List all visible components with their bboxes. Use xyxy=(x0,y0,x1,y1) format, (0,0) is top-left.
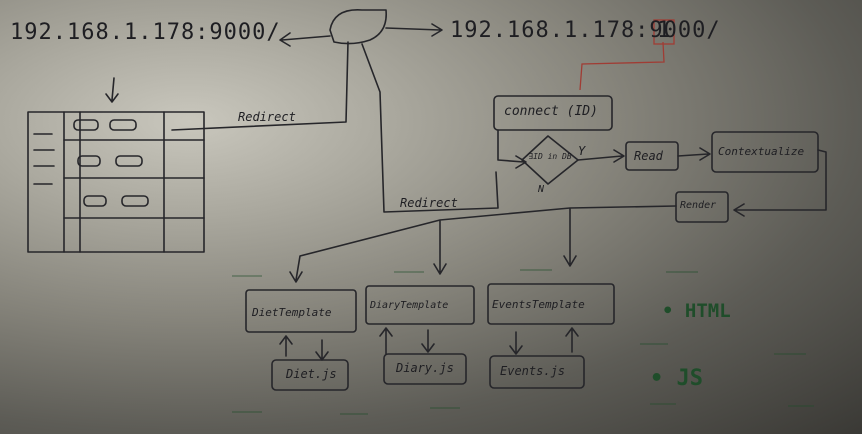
diary-js-label: Diary.js xyxy=(396,361,454,375)
context-node xyxy=(711,131,819,173)
diary-template-label: DiaryTemplate xyxy=(370,300,449,311)
server-node xyxy=(329,9,387,45)
arrow-to-base-url xyxy=(279,32,331,47)
events-template-label: EventsTemplate xyxy=(492,298,585,311)
context-label: Contextualize xyxy=(718,145,805,158)
decor-dashes xyxy=(232,269,814,415)
connect-to-decision xyxy=(497,129,527,169)
render-to-templates xyxy=(289,205,677,283)
diet-js-box xyxy=(271,359,349,391)
connect-label: connect (ID) xyxy=(504,104,598,119)
redirect-line-top xyxy=(171,41,349,131)
read-label: Read xyxy=(634,149,663,163)
id-value: 1 xyxy=(657,18,672,43)
decision-to-read xyxy=(577,149,625,163)
connect-node xyxy=(493,95,613,131)
render-node xyxy=(675,191,729,223)
events-template-box xyxy=(487,283,615,325)
base-url: 192.168.1.178:9000/ xyxy=(10,20,281,45)
diet-template-box xyxy=(245,289,357,333)
decision-yes-label: Y xyxy=(578,144,586,158)
id-url: 192.168.1.178:9000/ xyxy=(450,18,721,43)
diary-js-box xyxy=(383,353,467,385)
events-js-label: Events.js xyxy=(500,364,566,378)
diet-js-label: Diet.js xyxy=(286,367,337,381)
arrow-to-id-url xyxy=(385,23,443,37)
diet-template-label: DietTemplate xyxy=(252,306,332,319)
redirect-label-top: Redirect xyxy=(238,110,296,124)
context-to-render xyxy=(733,149,827,217)
decision-no-label: N xyxy=(538,184,545,195)
id-to-connect-line xyxy=(579,41,665,91)
page-wireframe xyxy=(27,111,205,253)
arrow-to-wireframe xyxy=(105,77,119,103)
legend-html: • HTML xyxy=(662,300,731,322)
redirect-line-bottom xyxy=(361,43,499,213)
events-js-box xyxy=(489,355,585,389)
redirect-label-bottom: Redirect xyxy=(400,196,458,210)
diary-template-box xyxy=(365,285,475,325)
legend-js: • JS xyxy=(650,366,703,391)
decision-node xyxy=(521,135,579,185)
id-highlight-box xyxy=(653,19,675,45)
decision-label: ∃ID in DB xyxy=(528,152,572,161)
render-label: Render xyxy=(680,200,717,211)
read-to-context xyxy=(677,147,711,161)
